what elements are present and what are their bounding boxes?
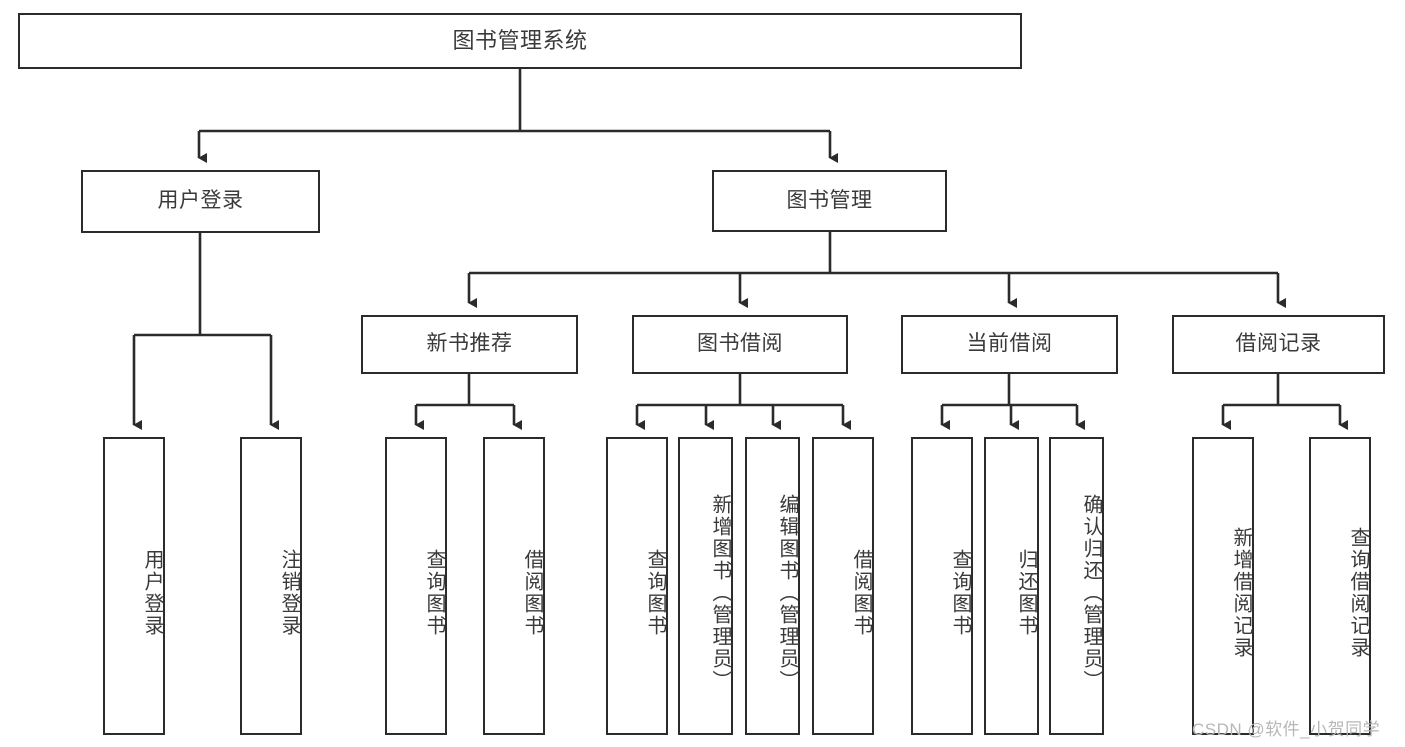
node-book-manage[interactable]: 图书管理 xyxy=(712,170,947,232)
watermark-text: CSDN @软件_小贺同学 xyxy=(1192,720,1381,739)
node-borrow-record[interactable]: 借阅记录 xyxy=(1172,315,1385,374)
node-leaf-query-record[interactable]: 查询借阅记录 xyxy=(1309,437,1371,735)
node-leaf-borrow-book-2[interactable]: 借阅图书 xyxy=(812,437,874,735)
node-leaf-add-record[interactable]: 新增借阅记录 xyxy=(1192,437,1254,735)
node-leaf-query-book-3[interactable]: 查询图书 xyxy=(911,437,973,735)
node-leaf-user-login[interactable]: 用户登录 xyxy=(103,437,165,735)
node-leaf-add-book[interactable]: 新增图书（管理员） xyxy=(678,437,733,735)
node-user-login[interactable]: 用户登录 xyxy=(81,170,320,233)
node-current-borrow[interactable]: 当前借阅 xyxy=(901,315,1118,374)
node-leaf-confirm-return[interactable]: 确认归还（管理员） xyxy=(1049,437,1104,735)
node-leaf-user-logout[interactable]: 注销登录 xyxy=(240,437,302,735)
node-leaf-query-book-2[interactable]: 查询图书 xyxy=(606,437,668,735)
node-leaf-query-book-1[interactable]: 查询图书 xyxy=(385,437,447,735)
node-root[interactable]: 图书管理系统 xyxy=(18,13,1022,69)
node-new-book-rec[interactable]: 新书推荐 xyxy=(361,315,578,374)
node-book-borrow[interactable]: 图书借阅 xyxy=(632,315,848,374)
node-leaf-borrow-book-1[interactable]: 借阅图书 xyxy=(483,437,545,735)
node-leaf-edit-book[interactable]: 编辑图书（管理员） xyxy=(745,437,800,735)
node-leaf-return-book[interactable]: 归还图书 xyxy=(984,437,1039,735)
